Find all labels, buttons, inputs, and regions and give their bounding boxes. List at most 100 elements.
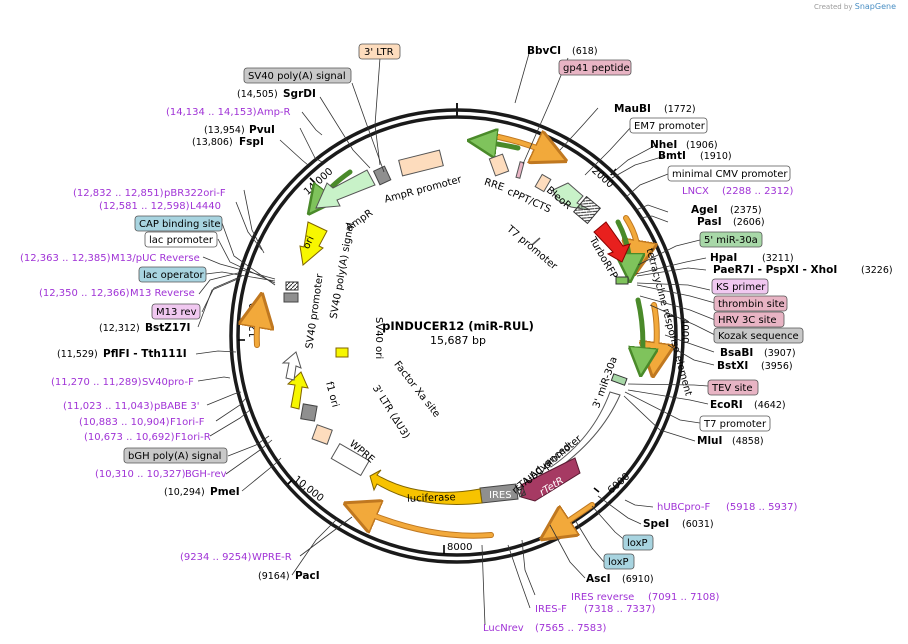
svg-text:IRES-F: IRES-F bbox=[535, 604, 567, 615]
backbone-ring bbox=[229, 103, 685, 564]
box-tev[interactable]: TEV site bbox=[707, 379, 759, 396]
arrow-green-right2 bbox=[638, 297, 643, 362]
primer-lncx[interactable]: LNCX(2288 .. 2312) bbox=[682, 186, 794, 197]
box-m13-rev[interactable]: M13 rev bbox=[151, 303, 201, 320]
svg-text:(3907): (3907) bbox=[764, 348, 796, 359]
svg-text:(6031): (6031) bbox=[682, 519, 714, 530]
enzyme-pvui[interactable]: (13,954)PvuI bbox=[204, 124, 275, 136]
box-loxp-1[interactable]: loxP bbox=[622, 534, 654, 551]
enzyme-pmei[interactable]: (10,294)PmeI bbox=[164, 486, 240, 498]
svg-text:BbvCI: BbvCI bbox=[527, 45, 561, 57]
svg-text:(1772): (1772) bbox=[664, 104, 696, 115]
svg-text:(10,310 .. 10,327): (10,310 .. 10,327) bbox=[95, 469, 186, 480]
svg-text:(2375): (2375) bbox=[730, 205, 762, 216]
enzyme-agei[interactable]: AgeI (2375) bbox=[691, 204, 762, 216]
primer-m13-puc-reverse[interactable]: (12,363 .. 12,385)M13/pUC Reverse bbox=[20, 253, 200, 264]
enzyme-asci[interactable]: AscI(6910) bbox=[586, 573, 654, 585]
primer-labels: LNCX(2288 .. 2312) hUBCpro-F(5918 .. 593… bbox=[20, 107, 798, 634]
enzyme-hpai[interactable]: HpaI(3211) bbox=[710, 252, 794, 264]
box-kozak[interactable]: Kozak sequence bbox=[713, 327, 804, 344]
box-hrv3c[interactable]: HRV 3C site bbox=[713, 311, 785, 328]
f1-ori-arrow bbox=[286, 371, 309, 410]
primer-hubcpro-f[interactable]: hUBCpro-F(5918 .. 5937) bbox=[657, 502, 798, 513]
grey-small-left bbox=[283, 292, 299, 303]
svg-text:AgeI: AgeI bbox=[691, 204, 718, 216]
box-ks-primer[interactable]: KS primer bbox=[711, 278, 769, 295]
primer-sv40pro-f[interactable]: (11,270 .. 11,289)SV40pro-F bbox=[51, 377, 194, 388]
svg-text:(6910): (6910) bbox=[622, 574, 654, 585]
box-lac-promoter[interactable]: lac promoter bbox=[144, 231, 218, 248]
ltr-block bbox=[311, 424, 333, 445]
svg-text:(3956): (3956) bbox=[761, 361, 793, 372]
primer-l4440[interactable]: (12,581 .. 12,598)L4440 bbox=[99, 201, 221, 212]
svg-text:PflFI - Tth111I: PflFI - Tth111I bbox=[103, 348, 187, 360]
box-gp41[interactable]: gp41 peptide bbox=[558, 59, 632, 76]
tick-8000: 8000 bbox=[443, 542, 472, 554]
label-ampr-promoter: AmpR promoter bbox=[383, 174, 463, 205]
tick-10000: 10,000 bbox=[287, 474, 325, 504]
enzyme-spei[interactable]: SpeI(6031) bbox=[643, 518, 714, 530]
box-bgh-polya[interactable]: bGH poly(A) signal bbox=[123, 447, 228, 464]
enzyme-pflfi[interactable]: (11,529)PflFI - Tth111I bbox=[57, 348, 187, 360]
box-loxp-2[interactable]: loxP bbox=[603, 553, 635, 570]
svg-text:SgrDI: SgrDI bbox=[283, 88, 316, 100]
primer-f1ori-f[interactable]: (10,883 .. 10,904)F1ori-F bbox=[79, 417, 205, 428]
primer-lucnrev[interactable]: LucNrev(7565 .. 7583) bbox=[483, 623, 607, 634]
svg-text:(12,350 .. 12,366): (12,350 .. 12,366) bbox=[39, 288, 130, 299]
svg-text:loxP: loxP bbox=[627, 538, 648, 549]
label-f1-ori: f1 ori bbox=[323, 381, 340, 409]
primer-ires-f[interactable]: IRES-F(7318 .. 7337) bbox=[535, 604, 656, 615]
box-min-cmv[interactable]: minimal CMV promoter bbox=[667, 165, 791, 182]
enzyme-bsabi[interactable]: BsaBI (3907) bbox=[720, 347, 796, 359]
box-thrombin[interactable]: thrombin site bbox=[713, 295, 788, 312]
boxed-feature-labels: 3' LTR SV40 poly(A) signal gp41 peptide … bbox=[123, 43, 804, 570]
box-t7-promoter[interactable]: T7 promoter bbox=[699, 415, 771, 432]
svg-text:(9164): (9164) bbox=[258, 571, 290, 582]
enzyme-paci[interactable]: (9164) PacI bbox=[258, 570, 320, 582]
enzyme-maubi[interactable]: MauBI(1772) bbox=[614, 103, 696, 115]
primer-pbabe3[interactable]: (11,023 .. 11,043)pBABE 3' bbox=[63, 401, 200, 412]
enzyme-sgrdi[interactable]: (14,505)SgrDI bbox=[237, 88, 316, 100]
box-5-mir30a[interactable]: 5' miR-30a bbox=[699, 231, 763, 248]
box-lac-operator[interactable]: lac operator bbox=[138, 266, 207, 283]
box-cap-binding[interactable]: CAP binding site bbox=[134, 215, 223, 232]
enzyme-bmti[interactable]: BmtI(1910) bbox=[658, 150, 732, 162]
svg-text:M13 rev: M13 rev bbox=[156, 307, 197, 318]
primer-amp-r[interactable]: (14,134 .. 14,153)Amp-R bbox=[166, 107, 291, 118]
t7-promoter-inner bbox=[531, 237, 541, 246]
inner-labels: RRE cPPT/CTS BleoR T7 promoter TurboRFP … bbox=[301, 174, 693, 505]
enzyme-nhei[interactable]: NheI(1906) bbox=[650, 139, 718, 151]
svg-text:PacI: PacI bbox=[295, 570, 320, 582]
enzyme-pasi[interactable]: PasI(2606) bbox=[697, 216, 765, 228]
svg-text:WPRE-R: WPRE-R bbox=[252, 552, 292, 563]
primer-bgh-rev[interactable]: (10,310 .. 10,327)BGH-rev bbox=[95, 469, 227, 480]
primer-m13-reverse[interactable]: (12,350 .. 12,366)M13 Reverse bbox=[39, 288, 195, 299]
label-sv40-polya: SV40 poly(A) signal bbox=[329, 222, 357, 320]
svg-text:gp41 peptide: gp41 peptide bbox=[563, 63, 630, 74]
svg-text:BsaBI: BsaBI bbox=[720, 347, 753, 359]
enzyme-fspi[interactable]: (13,806)FspI bbox=[192, 136, 264, 148]
box-3-ltr[interactable]: 3' LTR bbox=[358, 43, 401, 60]
svg-text:(1906): (1906) bbox=[686, 140, 718, 151]
enzyme-bstxi[interactable]: BstXI(3956) bbox=[717, 360, 793, 372]
primer-ires-reverse[interactable]: IRES reverse(7091 .. 7108) bbox=[571, 592, 720, 603]
primer-f1ori-r[interactable]: (10,673 .. 10,692)F1ori-R bbox=[84, 432, 211, 443]
primer-pbr322ori-f[interactable]: (12,832 .. 12,851)pBR322ori-F bbox=[73, 188, 226, 199]
cppt-block bbox=[515, 161, 525, 179]
enzyme-bbvci[interactable]: BbvCI(618) bbox=[527, 45, 598, 57]
enzyme-mlui[interactable]: MluI(4858) bbox=[697, 435, 764, 447]
enzyme-bstz17i[interactable]: (12,312)BstZ17I bbox=[99, 322, 190, 334]
svg-text:F1ori-F: F1ori-F bbox=[170, 417, 205, 428]
svg-text:SV40 poly(A) signal: SV40 poly(A) signal bbox=[248, 71, 346, 82]
box-em7[interactable]: EM7 promoter bbox=[629, 117, 708, 134]
label-ires: IRES bbox=[489, 490, 512, 501]
enzyme-ecori[interactable]: EcoRI(4642) bbox=[710, 399, 786, 411]
svg-text:BmtI: BmtI bbox=[658, 150, 686, 162]
svg-text:IRES reverse: IRES reverse bbox=[571, 592, 634, 603]
box-sv40-polya-top[interactable]: SV40 poly(A) signal bbox=[243, 67, 352, 84]
enzyme-xhoi[interactable]: PaeR7I - PspXI - XhoI(3226) bbox=[713, 264, 893, 276]
ampr-promoter-block bbox=[372, 165, 392, 186]
primer-wpre-r[interactable]: (9234 .. 9254)WPRE-R bbox=[180, 552, 292, 563]
svg-text:(12,832 .. 12,851): (12,832 .. 12,851) bbox=[73, 188, 164, 199]
turborfp-arrow bbox=[593, 221, 631, 263]
